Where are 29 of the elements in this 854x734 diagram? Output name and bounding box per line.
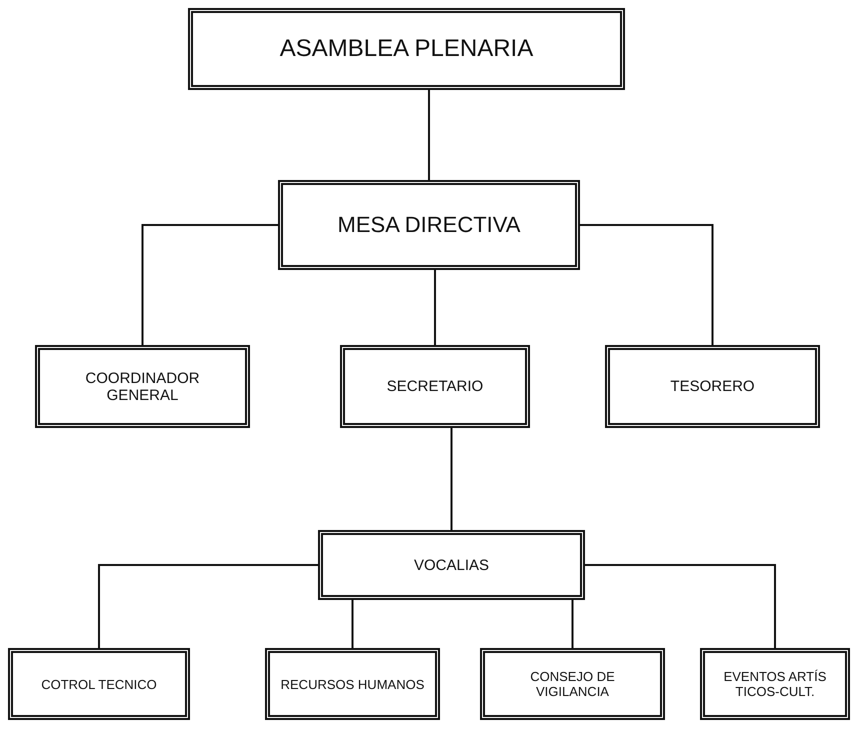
connector-line (142, 224, 278, 345)
box-label: COORDINADOR GENERAL (84, 370, 201, 404)
box-label: ASAMBLEA PLENARIA (278, 35, 534, 63)
box-label: RECURSOS HUMANOS (280, 676, 426, 692)
org-box (278, 180, 580, 270)
connector-line (580, 224, 714, 345)
box-label: EVENTOS ARTÍS TICOS-CULT. (722, 669, 828, 699)
connector-line (352, 600, 354, 648)
org-box (480, 648, 665, 720)
connector-line (585, 564, 776, 648)
org-box (188, 8, 625, 90)
org-box (700, 648, 850, 720)
connector-line (572, 600, 574, 648)
connector-line (98, 564, 318, 648)
box-label: COTROL TECNICO (40, 676, 158, 692)
box-label: SECRETARIO (386, 378, 484, 395)
connector-line (428, 90, 430, 180)
org-box (340, 345, 530, 428)
connector-line (434, 270, 436, 345)
org-box (35, 345, 250, 428)
org-box (318, 530, 585, 600)
org-box (605, 345, 820, 428)
org-box (8, 648, 190, 720)
box-label: TESORERO (669, 378, 756, 395)
box-label: CONSEJO DE VIGILANCIA (529, 669, 616, 699)
org-box (265, 648, 440, 720)
box-label: MESA DIRECTIVA (336, 212, 522, 238)
box-label: VOCALIAS (412, 556, 490, 574)
connector-line (450, 428, 452, 530)
